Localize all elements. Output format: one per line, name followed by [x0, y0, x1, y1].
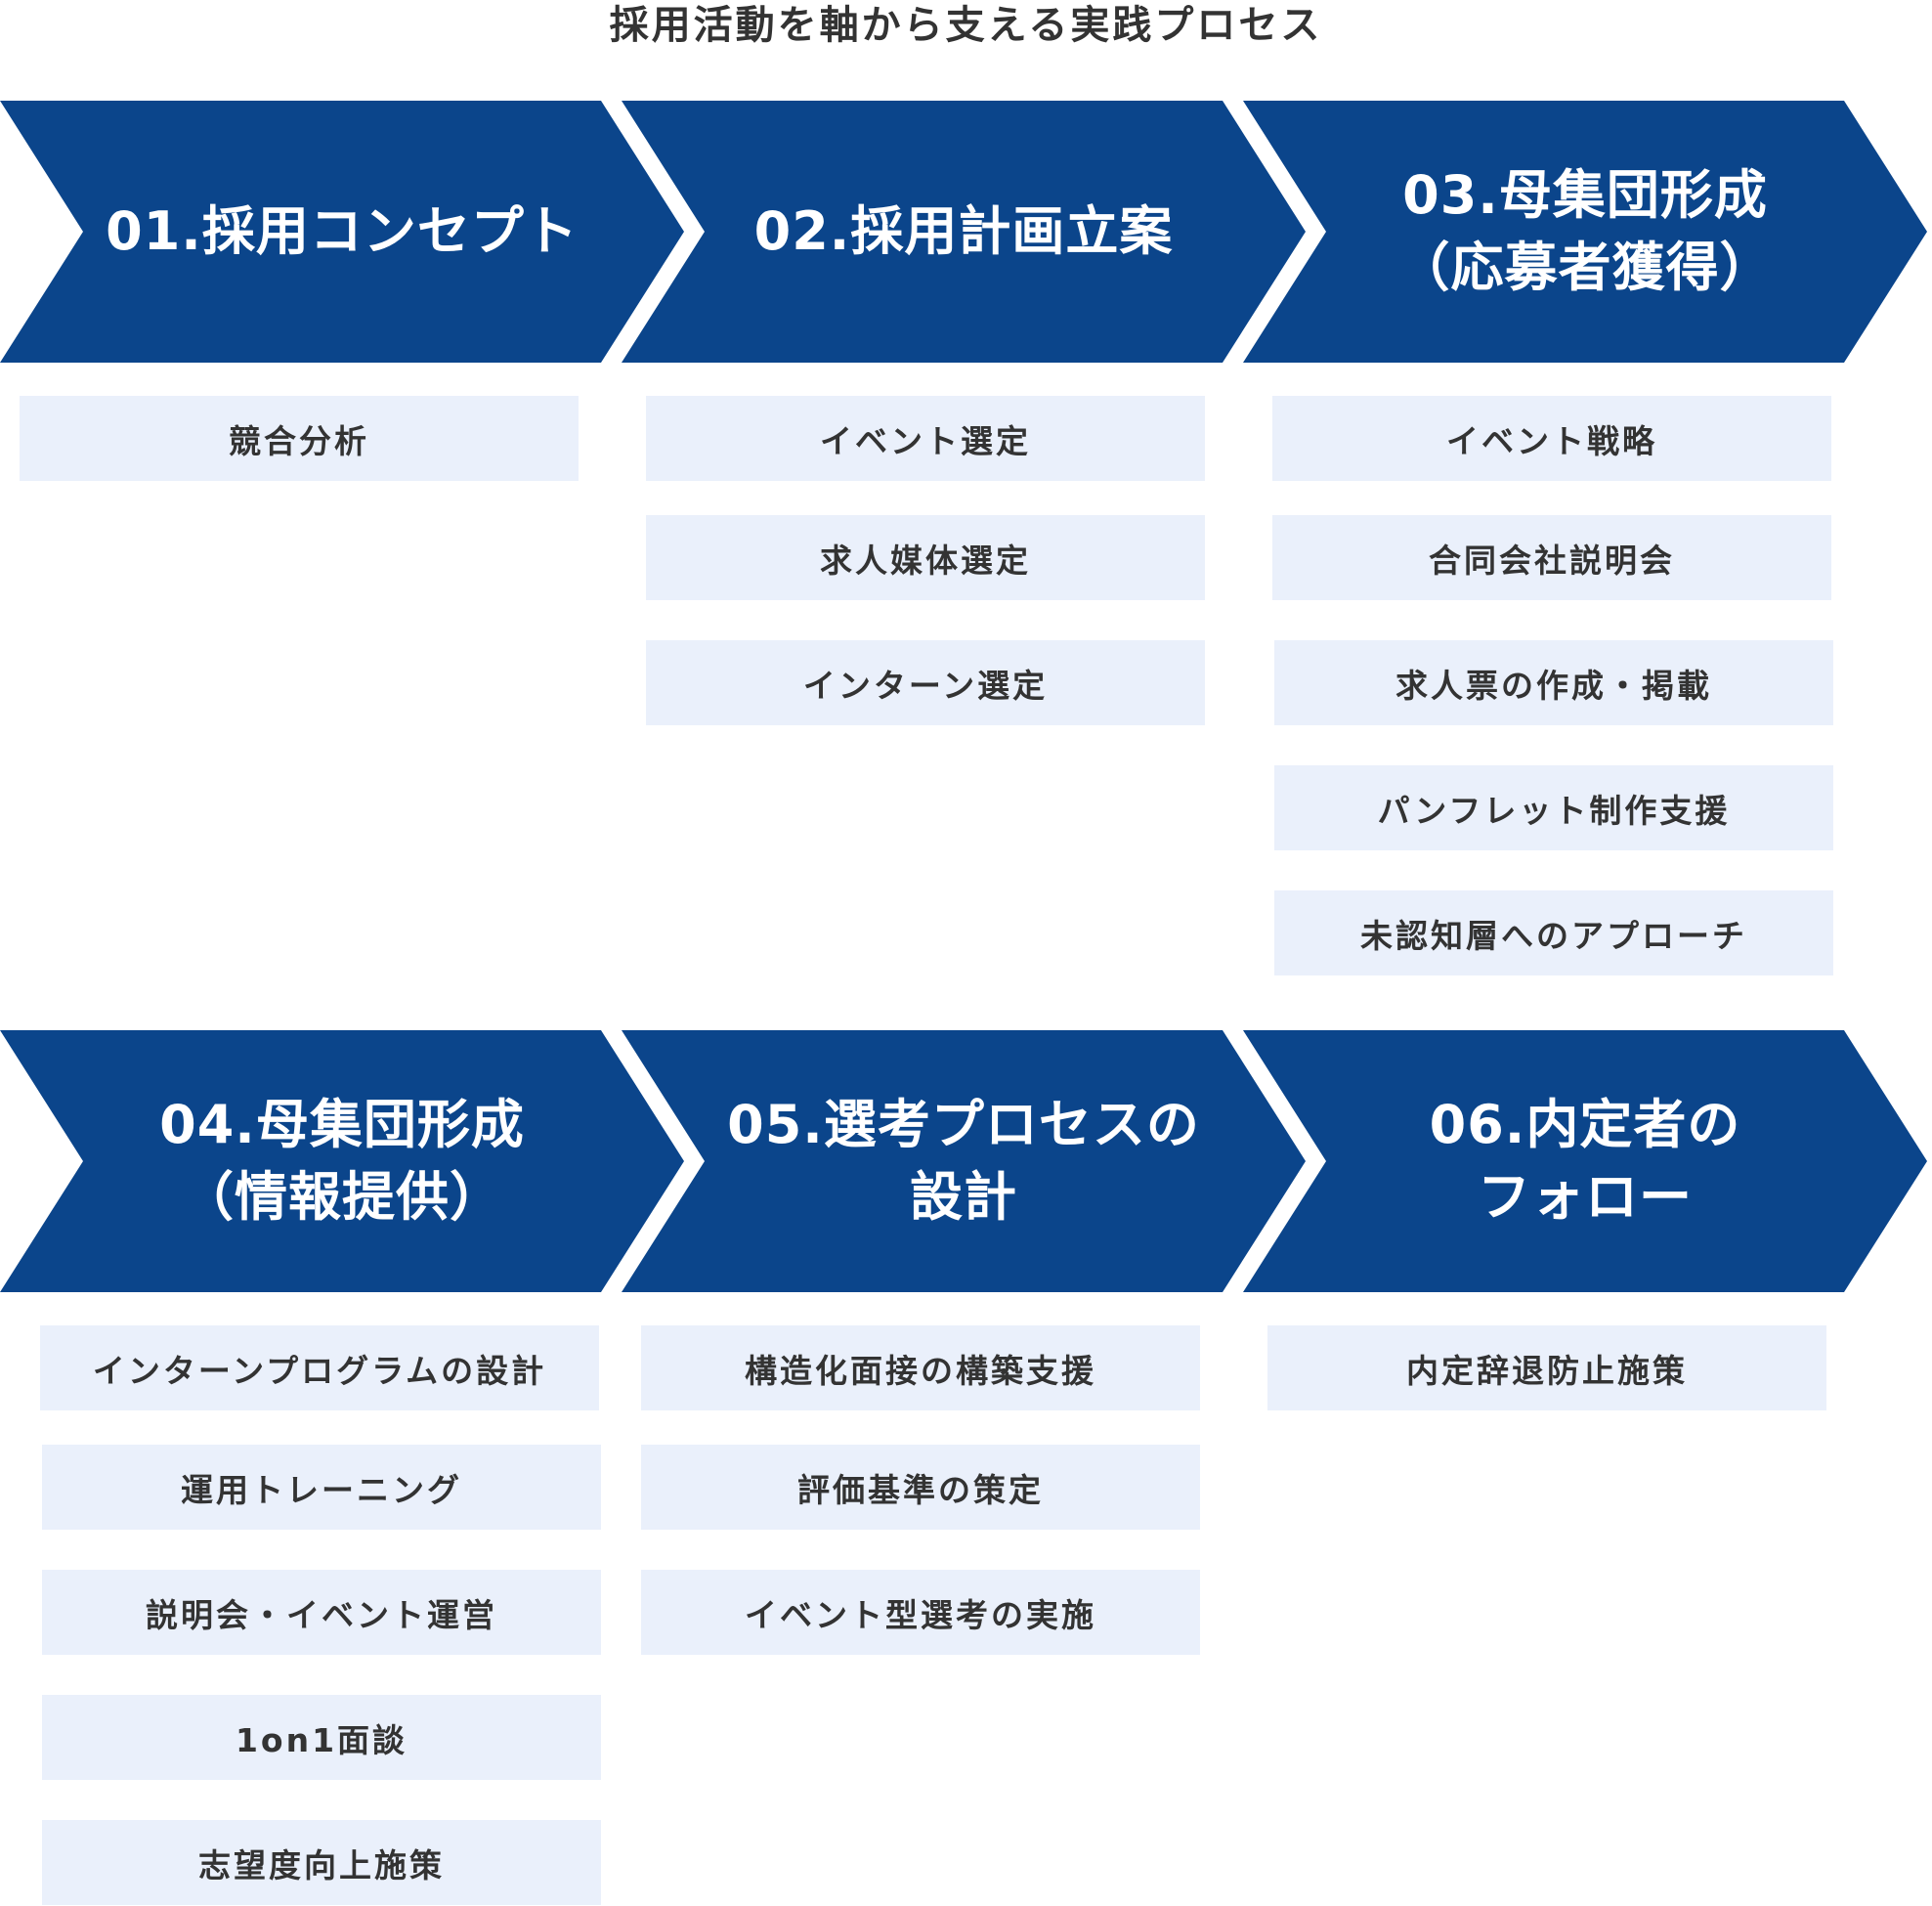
chevron-arrow-shape [1243, 1030, 1927, 1292]
step-01-item: 競合分析 [20, 396, 579, 481]
chevron-arrow-shape [622, 101, 1306, 363]
step-04-item: 運用トレーニング [42, 1445, 601, 1530]
step-title: 02.採用計画立案 [753, 200, 1174, 262]
step-03-item: イベント戦略 [1272, 396, 1831, 481]
step-03-item: 求人票の作成・掲載 [1274, 640, 1833, 725]
step-05-item: イベント型選考の実施 [641, 1570, 1200, 1655]
step-title: 06.内定者の フォロー [1429, 1094, 1741, 1228]
step-chevron-01: 01.採用コンセプト [0, 101, 704, 363]
step-title: 03.母集団形成 （応募者獲得） [1396, 164, 1774, 298]
step-chevron-05: 05.選考プロセスの 設計 [622, 1030, 1325, 1292]
step-chevron-04: 04.母集団形成 （情報提供） [0, 1030, 704, 1292]
step-03-item: 未認知層へのアプローチ [1274, 890, 1833, 975]
step-title: 05.選考プロセスの 設計 [727, 1094, 1200, 1228]
step-04-item: 説明会・イベント運営 [42, 1570, 601, 1655]
step-chevron-02: 02.採用計画立案 [622, 101, 1325, 363]
step-chevron-06: 06.内定者の フォロー [1243, 1030, 1932, 1292]
step-05-item: 評価基準の策定 [641, 1445, 1200, 1530]
step-02-item: インターン選定 [646, 640, 1205, 725]
chevron-arrow-shape [0, 101, 684, 363]
step-chevron-03: 03.母集団形成 （応募者獲得） [1243, 101, 1932, 363]
step-02-item: イベント選定 [646, 396, 1205, 481]
chevron-arrow-shape [622, 1030, 1306, 1292]
step-05-item: 構造化面接の構築支援 [641, 1325, 1200, 1410]
step-04-item: 志望度向上施策 [42, 1820, 601, 1905]
page-title: 採用活動を軸から支える実践プロセス [609, 3, 1323, 48]
step-03-item: パンフレット制作支援 [1274, 765, 1833, 850]
step-02-item: 求人媒体選定 [646, 515, 1205, 600]
step-title: 04.母集団形成 （情報提供） [159, 1094, 525, 1228]
chevron-arrow-shape [0, 1030, 684, 1292]
chevron-arrow-shape [1243, 101, 1927, 363]
step-title: 01.採用コンセプト [106, 200, 579, 262]
step-06-item: 内定辞退防止施策 [1267, 1325, 1826, 1410]
step-03-item: 合同会社説明会 [1272, 515, 1831, 600]
step-04-item: 1on1面談 [42, 1695, 601, 1780]
step-04-item: インターンプログラムの設計 [40, 1325, 599, 1410]
